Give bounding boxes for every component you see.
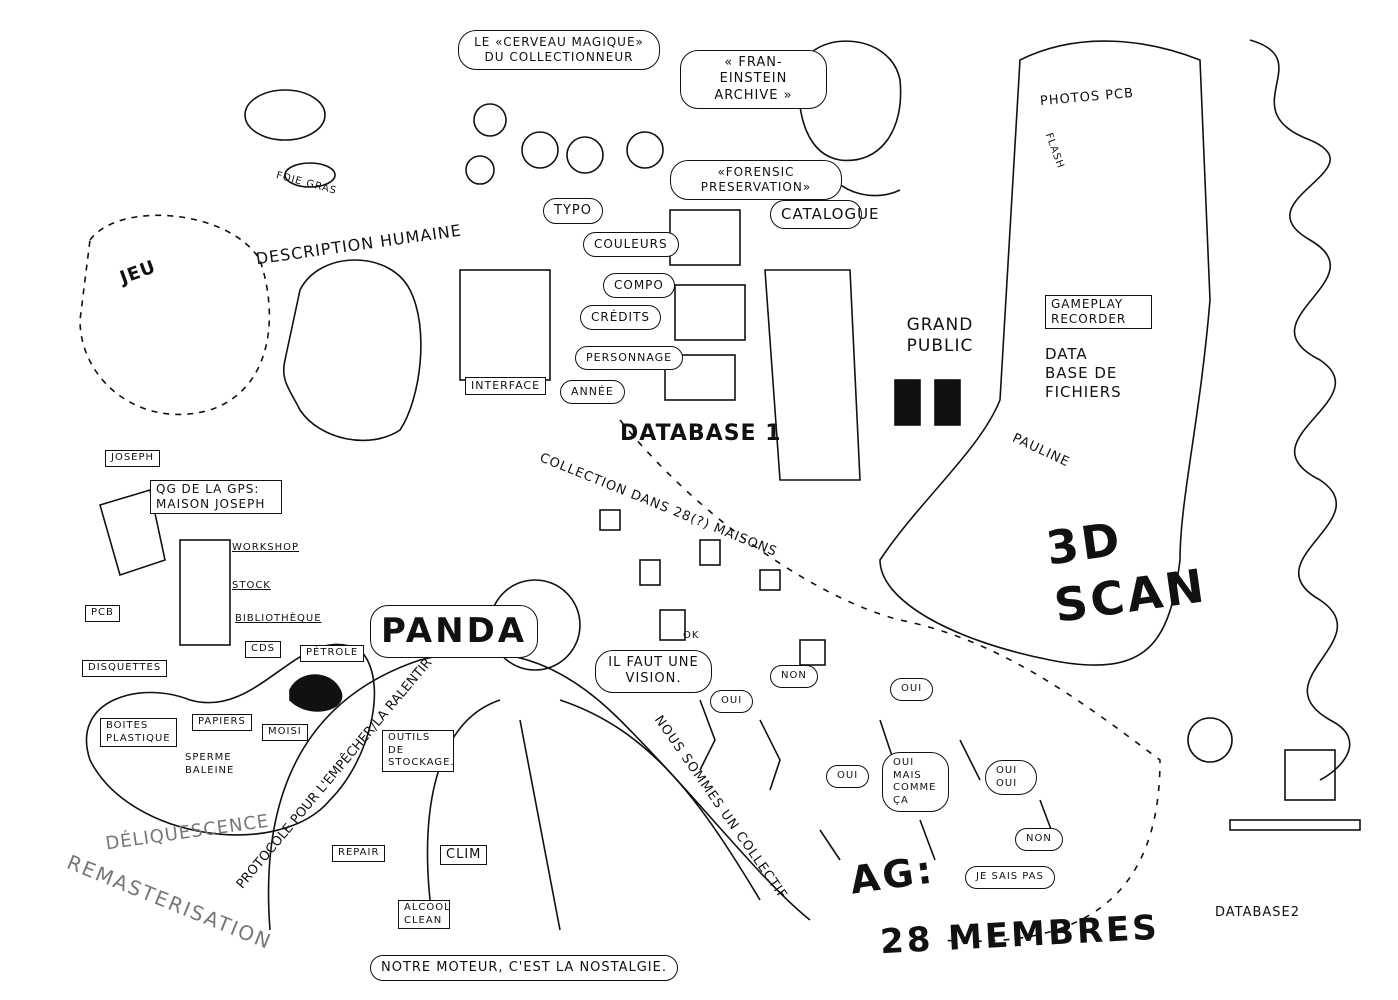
crowd-oui-mais: OUI MAIS COMME ÇA xyxy=(882,752,949,812)
bald-man-drawing xyxy=(798,40,902,162)
house-cutaway xyxy=(179,539,231,646)
moteur-bubble: NOTRE MOTEUR, C'EST LA NOSTALGIE. xyxy=(370,955,678,982)
dashed-thought-bubble xyxy=(79,214,271,416)
data-tables xyxy=(664,209,746,401)
field-typo: TYPO xyxy=(543,198,603,225)
papiers-label: PAPIERS xyxy=(192,714,252,731)
boites-label: BOITES PLASTIQUE xyxy=(100,718,177,747)
clim-label: CLIM xyxy=(440,845,488,866)
crowd-oui-2: OUI xyxy=(890,678,934,701)
forensic-bubble: «FORENSIC PRESERVATION» xyxy=(670,160,842,200)
crowd-oui-1: OUI xyxy=(710,690,754,713)
panda-bubble: PANDA xyxy=(370,605,539,658)
stock-label: STOCK xyxy=(232,580,271,591)
database-fichiers-label: DATA BASE DE FICHIERS xyxy=(1045,345,1122,401)
head-drawing xyxy=(282,259,422,442)
field-compo: COMPO xyxy=(603,273,675,298)
ribbon-drawing xyxy=(1249,39,1351,781)
bird-drawing xyxy=(244,89,326,141)
paper-stack xyxy=(764,269,861,481)
foie-gras-plate xyxy=(284,162,336,188)
repair-label: REPAIR xyxy=(332,845,386,862)
building xyxy=(99,488,166,577)
right-panel-outline xyxy=(879,40,1211,666)
moisi-label: MOISI xyxy=(262,724,308,741)
houses xyxy=(599,509,826,666)
qg-label: QG DE LA GPS: MAISON JOSEPH xyxy=(150,480,282,514)
vision-bubble: IL FAUT UNE VISION. xyxy=(595,650,712,693)
pcb-label: PCB xyxy=(85,605,120,622)
field-personnage: PERSONNAGE xyxy=(575,346,684,370)
field-annee: ANNÉE xyxy=(560,380,625,404)
collector-heads xyxy=(465,103,664,185)
sperme-baleine-label: SPERME BALEINE xyxy=(185,752,235,776)
gameplay-recorder-label: GAMEPLAY RECORDER xyxy=(1045,295,1152,329)
main-man-body xyxy=(426,699,761,931)
interface-label: INTERFACE xyxy=(465,377,547,395)
workshop-label: WORKSHOP xyxy=(232,542,300,553)
crowd-non-1: NON xyxy=(770,665,818,688)
crowd-non-2: NON xyxy=(1015,828,1063,851)
database1-label: DATABASE 1 xyxy=(620,421,782,446)
crowd-outline xyxy=(619,419,1161,942)
cds-label: CDS xyxy=(245,641,282,658)
desk xyxy=(1229,819,1361,831)
outils-stockage-label: OUTILS DE STOCKAGE. xyxy=(382,730,454,772)
brain-title: LE «CERVEAU MAGIQUE» DU COLLECTIONNEUR xyxy=(458,30,660,70)
franeinstein-bubble: « FRAN-EINSTEIN ARCHIVE » xyxy=(680,50,827,109)
ok-label: OK xyxy=(683,630,700,641)
interface-screen xyxy=(459,269,551,381)
je-sais-pas-bubble: JE SAIS PAS xyxy=(965,866,1055,889)
3d-scan-label: 3D SCAN xyxy=(1042,511,1210,633)
catalogue-bubble: CATALOGUE xyxy=(770,200,879,229)
field-credits: CRÉDITS xyxy=(580,305,662,330)
disquettes-label: DISQUETTES xyxy=(82,660,168,677)
grand-public-label: GRAND PUBLIC xyxy=(906,315,974,357)
seated-person-head xyxy=(1187,717,1233,763)
grand-public-legs xyxy=(894,379,961,426)
crowd-oui-oui: OUI OUI xyxy=(985,760,1037,795)
crowd-oui-3: OUI xyxy=(826,765,870,788)
database2-label: DATABASE2 xyxy=(1215,905,1301,920)
computer-monitor xyxy=(1284,749,1336,801)
joseph-label: JOSEPH xyxy=(105,450,161,467)
field-couleurs: COULEURS xyxy=(583,232,679,257)
crowd-figures xyxy=(699,699,1056,861)
alcool-clean-label: ALCOOL CLEAN xyxy=(398,900,450,929)
petrole-label: PÉTROLE xyxy=(300,645,365,662)
bibliotheque-label: BIBLIOTHÈQUE xyxy=(235,613,322,624)
oil-stain xyxy=(289,674,343,712)
